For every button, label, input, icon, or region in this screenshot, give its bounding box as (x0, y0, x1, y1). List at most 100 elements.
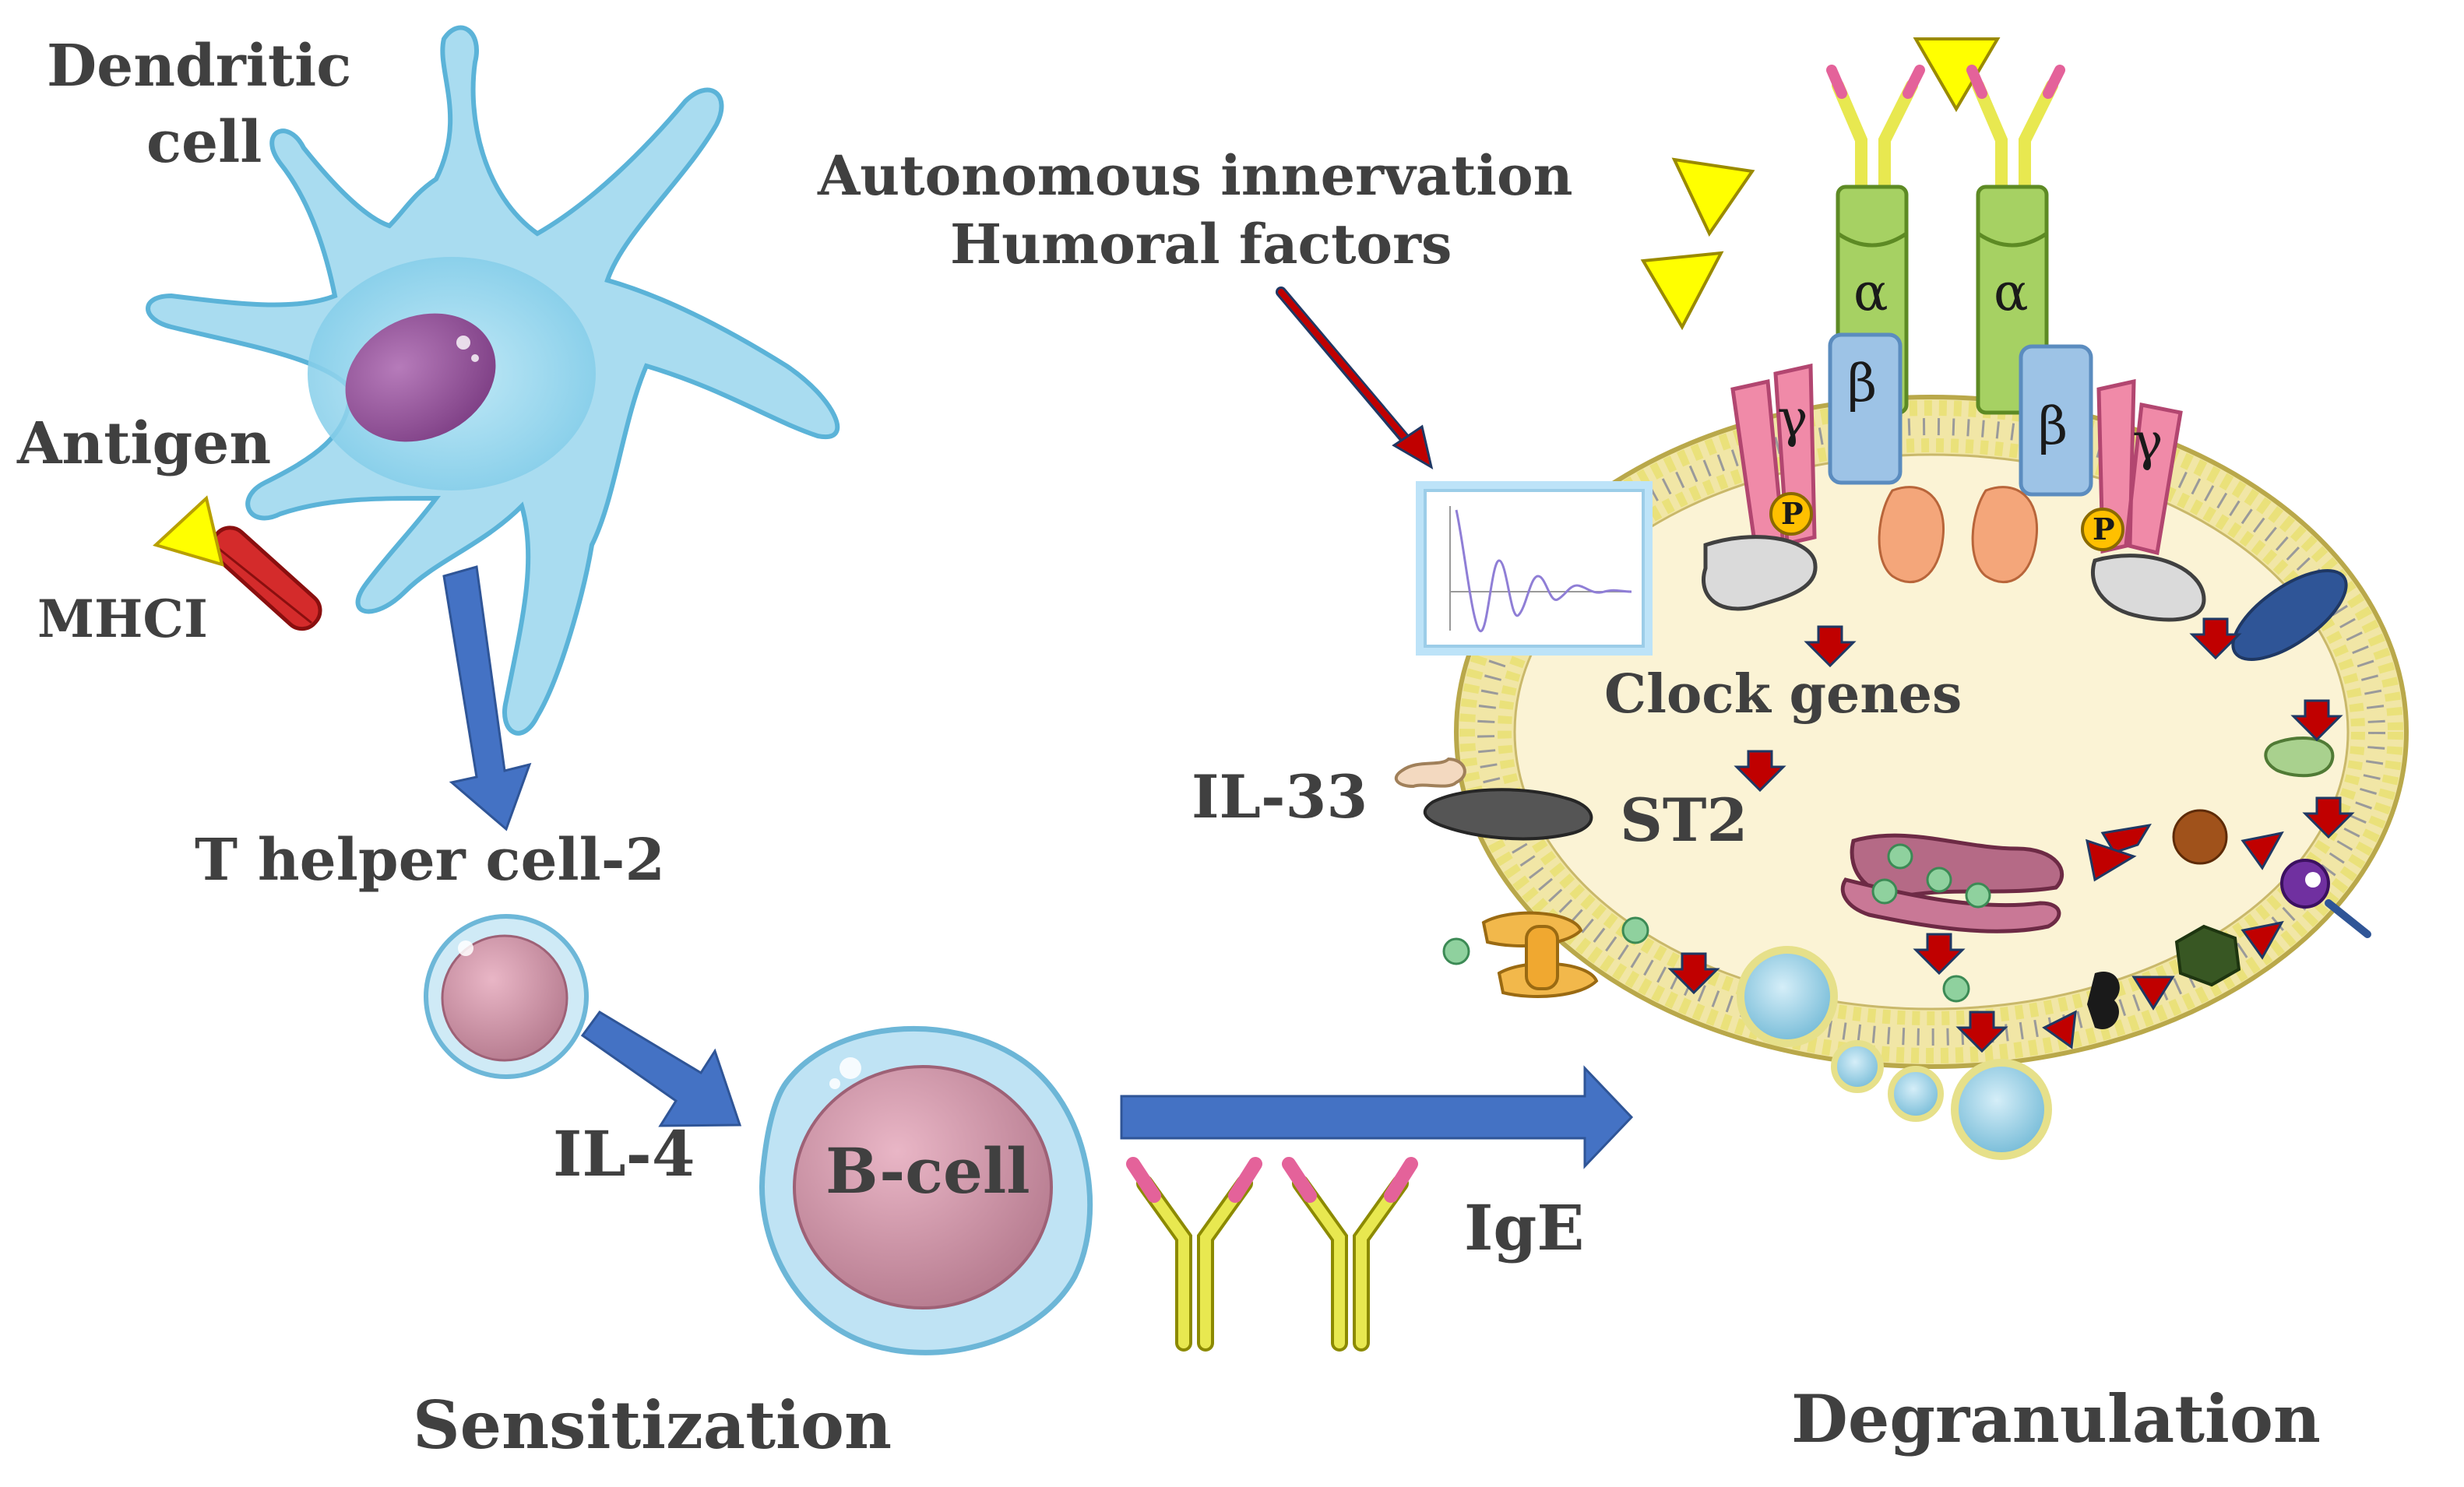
signal-arrow-9 (2240, 920, 2284, 960)
receptor-right-lyn (1971, 486, 2039, 584)
antigen-triangle (153, 495, 224, 567)
receptor-left-ige-arm1 (1832, 79, 1867, 201)
mhci-label: MHCI (37, 589, 208, 649)
antigen-free-2 (1671, 157, 1755, 237)
il33-label: IL-33 (1192, 762, 1368, 831)
degranulation-label: Degranulation (1791, 1380, 2321, 1457)
inset-frame (1424, 489, 1645, 648)
receptor-right-alpha-domain (1976, 231, 2048, 248)
signal-arrow-11 (2042, 1010, 2077, 1049)
er-granule-4 (1965, 882, 1991, 909)
ige-2-tip (1282, 1157, 1317, 1203)
innervation-label-line1: Autonomous innervation (817, 143, 1573, 208)
signal-arrow-5 (1734, 750, 1786, 793)
receptor-left-lyn (1878, 486, 1945, 584)
innervation-arrow-inner (1278, 289, 1414, 448)
t-helper-cell (424, 914, 589, 1079)
ion-channel-center (1525, 925, 1559, 990)
receptor-left-ige-arm2 (1878, 79, 1918, 201)
signal-arrow-4 (2302, 796, 2355, 839)
er-granule-3 (1871, 878, 1898, 905)
signal-arrow-13 (1913, 933, 1966, 976)
ige-label: IgE (1464, 1191, 1584, 1264)
st2-receptor (1423, 788, 1593, 841)
circadian-rhythm-inset (1416, 481, 1653, 656)
receptor-left-phospho (1769, 492, 1813, 536)
purple-signal-molecule-core (2305, 872, 2321, 888)
ige-antibody-2 (1282, 1157, 1418, 1352)
ige-1-tip (1126, 1157, 1161, 1203)
ige-1-tip2 (1228, 1157, 1262, 1203)
bcell-highlight (840, 1057, 861, 1079)
black-signal-molecule (2087, 972, 2120, 1029)
receptor-right-syk-kinase (2090, 554, 2206, 622)
signal-arrows (1667, 617, 2355, 1053)
fc-receptor-left: α γ β P (1702, 65, 1945, 611)
signal-arrow-7 (2086, 838, 2137, 882)
receptor-right-ige-arm1 (1972, 79, 2008, 201)
mediator-granule-2 (1621, 916, 1649, 944)
vesicle-4 (1951, 1059, 2052, 1160)
bcell-nucleus (793, 1065, 1053, 1309)
nucleus-highlight-small (471, 354, 479, 362)
signal-arrow-2 (2189, 617, 2242, 660)
brown-signal-molecule (2172, 809, 2228, 865)
receptor-right-beta-chain (2019, 344, 2093, 497)
ige-antibody-1 (1126, 1157, 1262, 1352)
receptor-left-alpha-domain (1836, 231, 1908, 248)
bcell-highlight-small (829, 1078, 840, 1089)
innervation-arrowhead (1392, 424, 1434, 470)
receptor-left-phospho-label: P (1781, 496, 1804, 531)
mast-cell-membrane-heads (1459, 400, 2403, 1063)
receptor-left-alpha-label: α (1853, 262, 1888, 322)
mediator-granule-3 (1942, 975, 1970, 1003)
b-cell (759, 1025, 1093, 1355)
endoplasmic-reticulum (1840, 833, 2064, 933)
receptor-left-beta-label: β (1847, 353, 1877, 413)
inset-damped-wave (1455, 509, 1632, 632)
er-granule-2 (1926, 867, 1952, 893)
receptor-left-ige-tip1 (1826, 65, 1847, 99)
vesicle-3 (1888, 1066, 1944, 1122)
th2-highlight (458, 940, 473, 956)
inset-glow (1416, 481, 1653, 656)
flow-arrow-bcell-to-mastcell (1120, 1065, 1634, 1169)
receptor-right-ige-tip2 (2043, 65, 2065, 99)
nucleus-highlight (456, 336, 470, 350)
membrane-channel-small (2325, 899, 2371, 938)
flow-arrow-dc-to-th2 (442, 565, 532, 831)
receptor-right-beta-label: β (2038, 396, 2068, 456)
antigen-free-3 (1640, 251, 1724, 331)
st2-label: ST2 (1620, 786, 1748, 855)
signal-arrow-10 (2131, 976, 2175, 1011)
signal-arrow-6 (2100, 823, 2152, 854)
receptor-right-gamma-label: γ (2132, 412, 2163, 472)
purple-signal-molecule (2280, 859, 2330, 909)
dendritic-cell-label-line2: cell (146, 109, 262, 176)
receptor-right-phospho-label: P (2093, 511, 2115, 547)
dendritic-cell-label-line1: Dendritic (47, 33, 351, 100)
vesicle-2 (1831, 1040, 1884, 1093)
membrane-signal-protein (2231, 569, 2348, 661)
mediator-granule-1 (1442, 937, 1470, 965)
vesicle-1 (1737, 946, 1838, 1047)
signal-arrow-1 (1804, 625, 1857, 668)
receptor-left-syk-kinase (1702, 535, 1818, 611)
signal-arrow-12 (1667, 952, 1720, 995)
mast-cell-membrane-tails (1477, 418, 2385, 1046)
mhci-molecule (209, 526, 322, 631)
antigen-label: Antigen (16, 410, 271, 477)
signal-arrow-3 (2290, 699, 2343, 742)
receptor-left-beta-chain (1828, 332, 1903, 485)
receptor-left-ige-tip2 (1903, 65, 1925, 99)
receptor-left-gamma-label: γ (1777, 388, 1808, 448)
th2-nucleus (441, 934, 568, 1062)
sensitization-label: Sensitization (413, 1387, 892, 1464)
innervation-label-line2: Humoral factors (950, 212, 1452, 276)
bcell-label: B-cell (825, 1134, 1030, 1208)
fc-receptor-right: α β γ P (1966, 65, 2206, 622)
clock-genes-label: Clock genes (1604, 663, 1962, 726)
flow-arrow-th2-to-bcell (580, 1011, 742, 1127)
